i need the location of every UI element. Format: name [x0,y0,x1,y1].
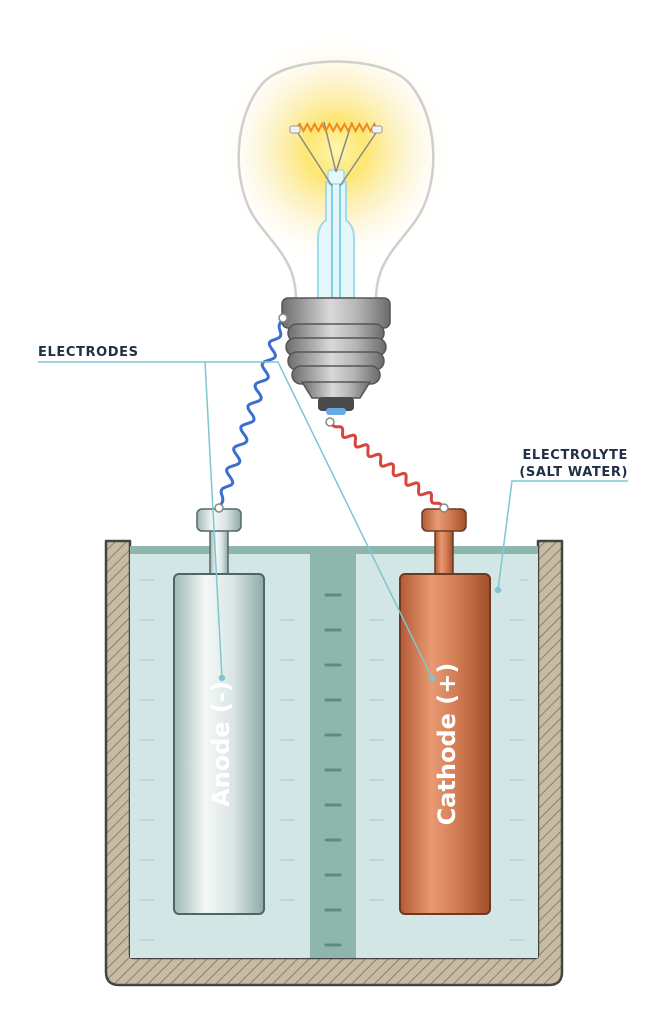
bulb-stem [317,169,355,299]
filament-icon [295,121,379,134]
filament-clip-left [289,125,301,134]
positive-wire [328,420,446,510]
electrodes-leader-lines [38,361,436,682]
negative-wire [217,316,285,510]
bulb-glass [237,60,435,302]
cathode-label: Cathode (+) [433,663,461,826]
bulb-tip-contact [325,417,335,427]
separator-membrane [310,554,356,958]
bulb-glow [216,30,456,270]
electrolyte-label: ELECTROLYTE [522,448,628,463]
filament-clip-right [371,125,383,134]
anode-label: Anode (-) [207,681,235,807]
electrolyte-surface [130,546,538,554]
electrolyte-texture [139,579,529,941]
bulb-screw-base [281,297,391,415]
electrodes-label: ELECTRODES [38,345,139,360]
bulb-side-contact [278,313,288,323]
electrolyte-leader-line [494,480,628,594]
membrane-dashes [324,593,342,947]
cathode-terminal [439,503,449,513]
electrolyte-sublabel: (SALT WATER) [519,465,628,480]
anode-terminal [214,503,224,513]
light-bulb-icon [216,30,456,427]
anode-electrode [173,508,265,915]
